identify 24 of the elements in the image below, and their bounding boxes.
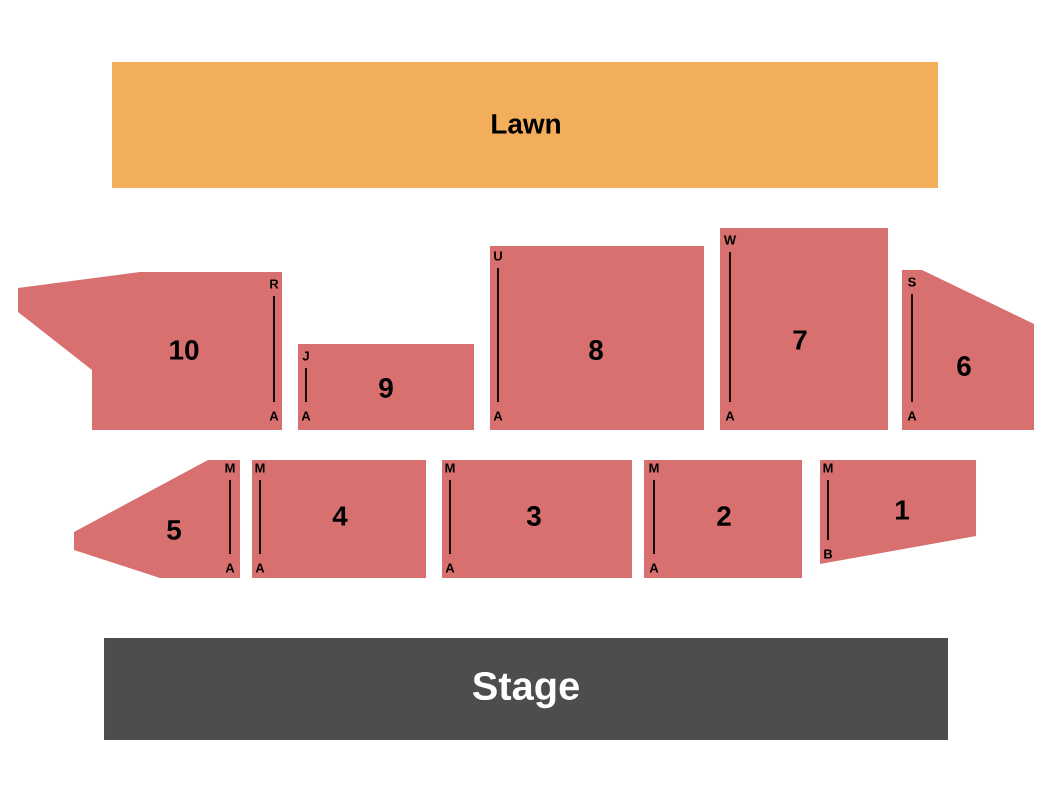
seating-section xyxy=(644,460,802,578)
seating-section xyxy=(720,228,888,430)
seating-section xyxy=(902,270,1034,430)
section-label: 7 xyxy=(793,330,807,350)
lawn-area xyxy=(112,62,938,188)
seating-section xyxy=(298,344,474,430)
seating-section xyxy=(820,460,976,564)
seating-section xyxy=(18,272,282,430)
section-label: 6 xyxy=(957,356,971,376)
section-label: 4 xyxy=(332,506,348,526)
section-label: 2 xyxy=(717,506,731,526)
seating-section xyxy=(252,460,426,578)
section-label: 1 xyxy=(896,500,909,520)
section-label: 3 xyxy=(526,506,541,526)
seating-section xyxy=(442,460,632,578)
seating-section xyxy=(490,246,704,430)
section-label: Lawn xyxy=(492,114,560,134)
stage-block xyxy=(104,638,948,740)
section-label: 5 xyxy=(167,520,181,540)
section-label: 8 xyxy=(589,340,603,360)
seating-section xyxy=(74,460,240,578)
section-label: 10 xyxy=(170,340,199,360)
section-label: 9 xyxy=(379,378,393,398)
section-label: Stage xyxy=(472,671,579,709)
